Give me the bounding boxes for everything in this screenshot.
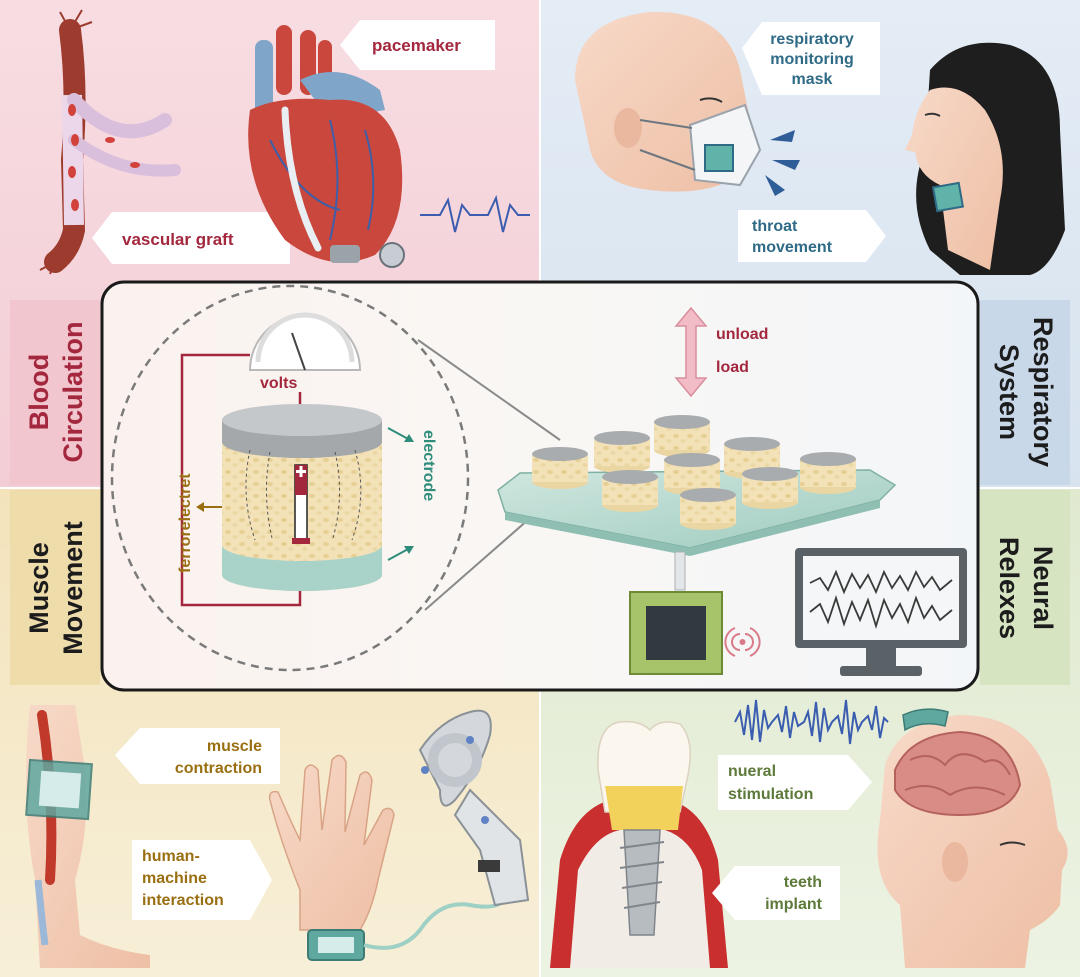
sensor-puck — [532, 447, 588, 489]
electrode-label: electrode — [420, 430, 437, 501]
wireless-icon — [724, 627, 761, 657]
pacemaker-tag: pacemaker — [340, 20, 495, 70]
blood-side-band — [10, 300, 100, 485]
ecg-wave-icon — [420, 194, 530, 233]
ferroelectret-cylinder — [222, 404, 382, 591]
sensor-pucks — [532, 415, 856, 530]
svg-text:pacemaker: pacemaker — [372, 36, 461, 55]
svg-text:implant: implant — [765, 896, 823, 913]
zoom-line-top — [417, 339, 561, 441]
ferroelectret-label: ferrorelectret — [177, 473, 194, 573]
load-arrow-icon — [674, 306, 708, 398]
blood-circulation-title: Blood Circulation — [24, 321, 88, 462]
zoom-circle — [110, 284, 470, 672]
chip-icon — [629, 551, 723, 675]
svg-text:Neural: Neural — [1028, 546, 1058, 630]
muscle-movement-title: Muscle Movement — [24, 521, 88, 655]
svg-text:movement: movement — [752, 239, 833, 256]
robot-hand-icon — [418, 709, 530, 907]
svg-text:stimulation: stimulation — [728, 786, 813, 803]
mask-icon — [639, 103, 800, 196]
svg-text:contraction: contraction — [175, 760, 262, 777]
load-label: load — [716, 359, 749, 376]
svg-text:Respiratory: Respiratory — [1028, 317, 1058, 467]
svg-text:machine: machine — [142, 870, 207, 887]
hmi-tag: human- machine interaction — [132, 840, 272, 920]
sensor-puck — [680, 488, 736, 530]
svg-text:monitoring: monitoring — [770, 51, 854, 68]
svg-text:human-: human- — [142, 848, 200, 865]
throat-movement-tag: throat movement — [738, 210, 886, 262]
svg-text:nueral: nueral — [728, 763, 776, 780]
circuit-wire-left — [180, 353, 302, 607]
brain-head-icon — [877, 708, 1068, 968]
sensor-puck — [664, 453, 720, 495]
leg-icon — [25, 705, 150, 968]
svg-text:teeth: teeth — [784, 874, 822, 891]
muscle-side-band — [10, 490, 100, 685]
volts-label: volts — [260, 375, 297, 392]
vascular-graft-tag: vascular graft — [92, 212, 290, 264]
woman-head-icon — [905, 42, 1065, 276]
svg-text:Circulation: Circulation — [58, 321, 88, 462]
heart-icon — [248, 25, 405, 268]
ferroelectret-arrow — [196, 502, 222, 512]
svg-text:Movement: Movement — [58, 521, 88, 655]
respiratory-system-title: Respiratory System — [994, 317, 1058, 467]
muscle-contraction-tag: muscle contraction — [115, 728, 280, 784]
svg-text:Blood: Blood — [24, 354, 54, 430]
svg-text:throat: throat — [752, 218, 798, 235]
svg-text:vascular graft: vascular graft — [122, 230, 234, 249]
neural-relexes-title: Neural Relexes — [994, 537, 1058, 639]
sensor-puck — [800, 452, 856, 494]
respiratory-side-band — [980, 300, 1070, 485]
nueral-stimulation-tag: nueral stimulation — [718, 755, 872, 810]
sound-wave-icon — [734, 699, 889, 745]
sensor-puck — [594, 431, 650, 473]
neural-side-band — [980, 490, 1070, 685]
voltmeter-icon — [248, 312, 362, 371]
vessel-icon — [39, 9, 181, 275]
svg-text:Muscle: Muscle — [24, 542, 54, 634]
svg-text:mask: mask — [792, 71, 833, 88]
svg-text:System: System — [994, 344, 1024, 440]
unload-label: unload — [716, 326, 768, 343]
monitor-icon — [795, 548, 967, 676]
tooth-implant-icon — [550, 720, 728, 968]
teeth-implant-tag: teeth implant — [712, 866, 840, 920]
sensor-puck — [602, 470, 658, 512]
svg-text:interaction: interaction — [142, 892, 224, 909]
svg-text:respiratory: respiratory — [770, 31, 854, 48]
sensor-puck — [742, 467, 798, 509]
svg-text:muscle: muscle — [207, 738, 262, 755]
respiratory-mask-tag: respiratory monitoring mask — [742, 22, 880, 95]
hand-icon — [268, 754, 507, 961]
electrode-arrows — [387, 427, 414, 561]
svg-text:Relexes: Relexes — [994, 537, 1024, 639]
sensor-puck — [654, 415, 710, 457]
